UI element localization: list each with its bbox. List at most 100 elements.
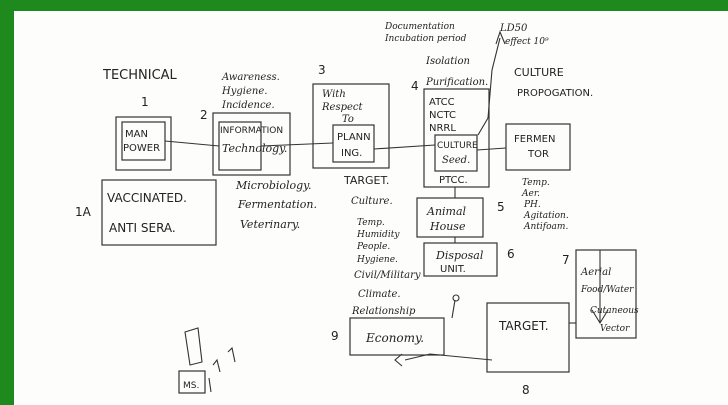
arrow-head-ld50 — [495, 30, 506, 45]
node-4-line3: NRRL — [429, 123, 456, 134]
node-7-line4: Vector — [600, 324, 630, 334]
node-4-line6: PTCC. — [439, 175, 468, 186]
node-5-box — [416, 197, 484, 238]
node-8-box — [486, 302, 570, 373]
node-6-number: 6 — [507, 247, 515, 261]
connector-4-ld50 — [477, 37, 501, 136]
node-6-line2: UNIT. — [440, 264, 466, 275]
fermentor-param-0: Temp. — [522, 178, 550, 188]
connector-3-4 — [373, 144, 436, 150]
node-9-box — [349, 317, 445, 356]
node-9-label: Economy. — [365, 331, 424, 345]
node-8-label: TARGET. — [498, 319, 549, 333]
node-4-line1: ATCC — [429, 97, 455, 108]
target-list-3: Humidity — [356, 230, 400, 240]
target-list-2: Temp. — [357, 218, 385, 228]
node-5-line2: House — [429, 220, 466, 233]
node-7-number: 7 — [562, 253, 570, 267]
node-7-box — [575, 249, 637, 339]
note-awareness-3: Incidence. — [221, 100, 275, 111]
fermentor-line2: TOR — [527, 149, 549, 160]
target-list-8: Relationship — [351, 306, 416, 317]
node-3-number: 3 — [318, 63, 326, 77]
note-ld50: LD50 — [499, 23, 528, 34]
note-awareness-1: Awareness. — [221, 72, 280, 83]
trash-box — [178, 370, 206, 394]
node-1a-line1: VACCINATED. — [107, 191, 187, 205]
note-respect-1: With — [322, 89, 346, 100]
node-5-line1: Animal — [426, 205, 467, 218]
sketch-paper — [14, 11, 728, 405]
connector-4-fermentor — [476, 147, 507, 151]
note-microbiology-1: Microbiology. — [235, 179, 311, 192]
note-documentation: Documentation — [384, 22, 455, 32]
arrow-7-8 — [591, 250, 609, 325]
fermentor-line1: FERMEN — [514, 134, 555, 145]
node-1a-number: 1A — [75, 205, 92, 219]
node-1-box — [115, 116, 172, 171]
note-incubation: Incubation period — [384, 34, 467, 44]
node-7-line3: Cutaneous — [590, 306, 639, 316]
fermentor-param-4: Antifoam. — [523, 222, 568, 232]
node-3-line2: ING. — [341, 148, 362, 159]
node-8-number: 8 — [522, 383, 530, 397]
connector-9-relationship — [451, 299, 456, 319]
node-6-line1: Disposal — [435, 249, 484, 262]
note-effect: effect 10⁹ — [505, 37, 549, 47]
node-7-line2: Food/Water — [580, 285, 634, 295]
node-1-line2: POWER — [123, 143, 160, 154]
target-list-5: Hygiene. — [356, 255, 398, 265]
target-list-0: TARGET. — [343, 174, 389, 187]
fermentor-param-1: Aer. — [521, 189, 540, 199]
node-2-line1: INFORMATION — [220, 126, 283, 136]
node-7-line1: Aerial — [580, 267, 611, 278]
target-list-6: Civil/Military — [354, 270, 421, 281]
node-4-line4: CULTURE — [437, 141, 478, 151]
connector-2-3 — [260, 142, 334, 147]
node-6-box — [423, 242, 498, 277]
node-9-number: 9 — [331, 329, 339, 343]
note-respect-2: Respect — [321, 102, 363, 113]
node-3-box — [312, 83, 390, 169]
note-isolation-2: Purification. — [425, 77, 488, 88]
node-4-inner-box — [434, 134, 478, 172]
fermentor-param-3: Agitation. — [523, 211, 569, 221]
trash-doodle-small — [227, 346, 236, 363]
fermentor-box — [505, 123, 571, 171]
note-microbiology-3: Veterinary. — [240, 218, 300, 231]
node-1a-line2: ANTI SERA. — [109, 221, 176, 235]
trash-doodle-marks — [208, 358, 221, 393]
connector-8-9 — [404, 353, 493, 361]
node-2-number: 2 — [200, 108, 208, 122]
note-isolation-1: Isolation — [425, 56, 470, 67]
node-4-line2: NCTC — [429, 110, 456, 121]
node-3-line1: PLANN — [337, 132, 371, 143]
target-list-1: Culture. — [351, 196, 393, 207]
node-4-number: 4 — [411, 79, 419, 93]
node-4-box — [423, 88, 490, 188]
node-1a-box — [101, 179, 217, 246]
node-2-line2: Technology. — [222, 142, 287, 155]
note-microbiology-2: Fermentation. — [237, 198, 317, 211]
trash-label: MS. — [183, 381, 199, 391]
note-propogation: PROPOGATION. — [517, 88, 593, 99]
relationship-mark — [452, 294, 460, 302]
target-list-4: People. — [356, 242, 390, 252]
connector-1-2 — [164, 140, 220, 147]
node-1-number: 1 — [141, 95, 149, 109]
node-1-inner-box — [121, 121, 166, 161]
arrow-head-9 — [394, 353, 403, 367]
note-respect-3: To — [342, 114, 354, 125]
title-technical: TECHNICAL — [102, 68, 178, 83]
target-list-7: Climate. — [358, 289, 401, 300]
node-1-line1: MAN — [125, 129, 148, 140]
note-culture: CULTURE — [514, 66, 564, 79]
note-awareness-2: Hygiene. — [221, 86, 267, 97]
node-2-box — [212, 112, 291, 176]
node-5-number: 5 — [497, 200, 505, 214]
fermentor-param-2: PH. — [523, 200, 541, 210]
bin-doodle — [184, 327, 203, 366]
node-4-line5: Seed. — [442, 155, 470, 166]
